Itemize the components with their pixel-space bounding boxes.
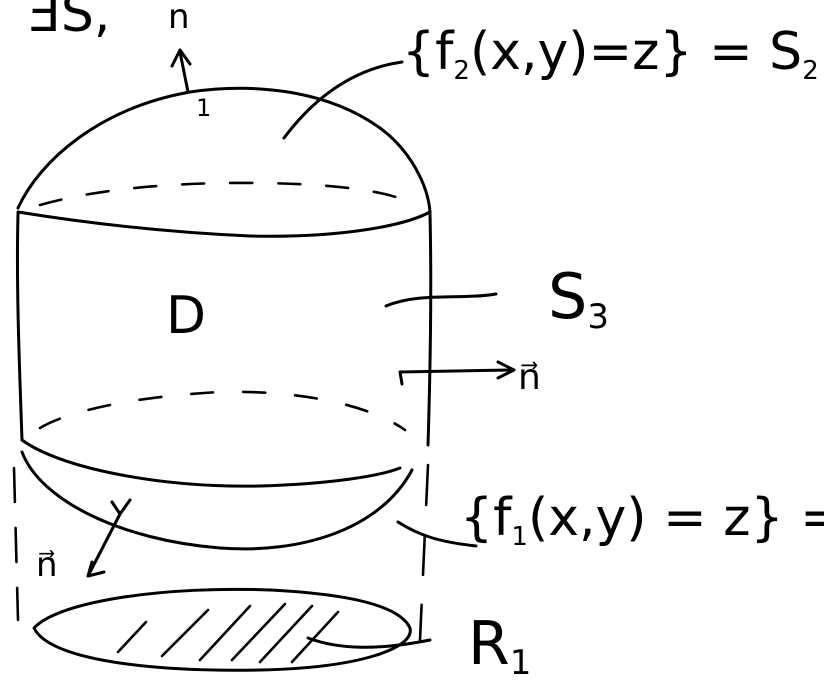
top-rim-dashed — [38, 181, 417, 207]
side-normal-arrow — [398, 360, 516, 386]
s2-equation: {f2(x,y)=z} = S2 — [402, 22, 819, 86]
r1-label: R1 — [468, 609, 532, 683]
region-r1-outline — [32, 587, 412, 672]
side-normal-label: n⃗ — [518, 357, 541, 398]
region-d-label: D — [166, 286, 207, 346]
bottom-normal-label: n⃗ — [36, 545, 58, 585]
s1-leader-line — [396, 520, 478, 548]
r1-leader-line — [306, 636, 432, 649]
bottom-surface-lower — [20, 450, 414, 551]
top-left-fragment: ƎS, — [28, 0, 111, 44]
cylinder-right-wall — [426, 212, 433, 447]
bottom-rim-dashed — [38, 390, 407, 432]
top-surface-dome — [16, 86, 432, 214]
projection-line-right — [418, 463, 430, 642]
s2-leader-line — [282, 60, 404, 140]
top-rim-front — [16, 210, 432, 238]
bottom-surface-front — [20, 438, 402, 488]
s3-leader-line — [384, 292, 498, 308]
s1-equation: {f1(x,y) = z} = S1 — [460, 488, 824, 552]
region-r1-hatching — [116, 602, 340, 664]
top-normal-subscript: 1 — [196, 94, 212, 122]
cylinder-left-wall — [15, 212, 24, 442]
top-normal-label: n — [168, 0, 190, 37]
bottom-normal-arrow — [86, 498, 132, 578]
s3-label: S3 — [548, 260, 609, 337]
top-normal-arrow — [170, 48, 192, 94]
projection-line-left — [12, 466, 20, 622]
